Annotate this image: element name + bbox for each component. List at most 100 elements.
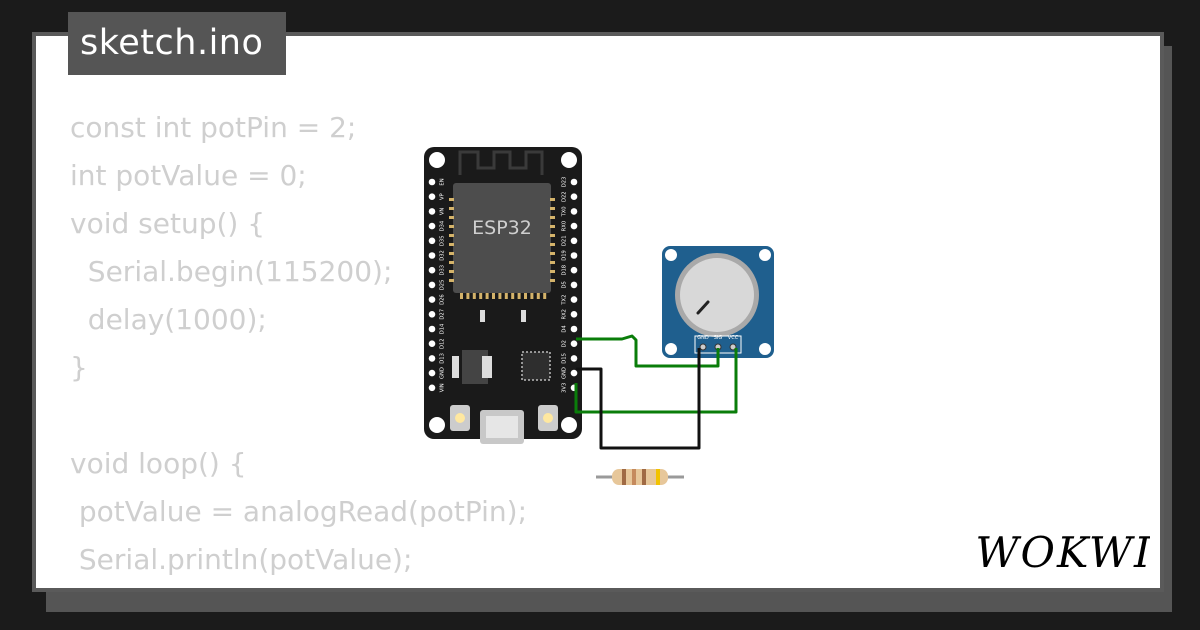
pin-hole[interactable]: [428, 208, 436, 215]
module-pad: [449, 198, 454, 201]
pin-hole[interactable]: [570, 222, 578, 230]
esp32-board[interactable]: ESP32 ENVPVND34D35D32D33D25D26D27D14D12D…: [424, 147, 582, 444]
module-pad: [492, 293, 495, 299]
pin-hole[interactable]: [570, 325, 578, 333]
module-pad: [550, 225, 555, 228]
pin-hole[interactable]: [570, 237, 578, 245]
module-pad: [472, 293, 476, 299]
pin-hole[interactable]: [428, 252, 436, 259]
pin-hole[interactable]: [570, 178, 578, 186]
micro-usb-opening: [486, 416, 518, 438]
pin-hole[interactable]: [570, 340, 578, 348]
pot-pin-label: VCC: [728, 335, 739, 341]
mounting-hole: [429, 417, 445, 433]
pin-hole[interactable]: [428, 311, 436, 318]
pin-hole[interactable]: [428, 193, 436, 200]
pin-hole[interactable]: [570, 281, 578, 289]
pin-label: D2: [562, 340, 568, 347]
pin-hole[interactable]: [428, 296, 436, 303]
potentiometer-module[interactable]: GND SIG VCC: [662, 246, 774, 358]
wokwi-logo: WOKWI: [978, 528, 1150, 577]
module-pad: [511, 293, 515, 299]
pin-hole[interactable]: [428, 325, 436, 333]
pin-hole[interactable]: [428, 266, 436, 274]
module-pad: [449, 243, 454, 246]
mounting-hole: [561, 417, 577, 433]
module-pad: [530, 293, 534, 299]
module-pad: [449, 234, 454, 237]
module-pad: [550, 279, 555, 282]
wire-signal-d2[interactable]: [576, 334, 720, 368]
smd-component: [480, 310, 485, 322]
pin-label: D23: [562, 177, 568, 188]
left-pin-labels: ENVPVND34D35D32D33D25D26D27D14D12D13GNDV…: [440, 178, 446, 392]
mounting-hole: [759, 249, 771, 261]
pin-hole[interactable]: [570, 296, 578, 303]
module-pad: [449, 207, 454, 210]
pin-hole[interactable]: [428, 384, 436, 392]
module-pad: [449, 279, 454, 282]
module-pad: [550, 261, 555, 264]
filename-tab: sketch.ino: [68, 12, 286, 75]
module-pad: [550, 207, 555, 210]
esp32-module: [453, 183, 551, 293]
pin-label: GND: [440, 367, 446, 379]
pin-hole[interactable]: [570, 311, 578, 318]
preview-card: const int potPin = 2;int potValue = 0;vo…: [32, 32, 1164, 592]
pin-label: D5: [562, 281, 568, 288]
pin-label: D19: [562, 250, 568, 261]
pot-pin-label: SIG: [714, 335, 723, 341]
pin-label: D27: [440, 309, 446, 320]
pin-label: D33: [440, 265, 446, 276]
pin-hole[interactable]: [428, 237, 436, 245]
pin-label: VIN: [440, 383, 446, 392]
code-line: }: [70, 351, 88, 384]
pin-label: TX2: [562, 295, 568, 306]
mounting-hole: [665, 343, 677, 355]
resistor[interactable]: [596, 469, 684, 485]
pin-hole[interactable]: [428, 355, 436, 362]
code-line: Serial.begin(115200);: [70, 255, 393, 288]
pin-hole[interactable]: [428, 281, 436, 289]
pin-hole[interactable]: [570, 355, 578, 362]
module-pad: [449, 270, 454, 273]
module-pads: [449, 198, 555, 299]
code-line: void setup() {: [70, 207, 266, 240]
pin-hole[interactable]: [428, 178, 436, 186]
wire-gnd[interactable]: [576, 348, 701, 450]
pin-label: D32: [440, 250, 446, 261]
pin-label: D25: [440, 280, 446, 291]
pin-label: D15: [562, 353, 568, 364]
pin-hole[interactable]: [428, 340, 436, 348]
module-pad: [536, 293, 540, 299]
code-line: delay(1000);: [70, 303, 267, 336]
pin-hole[interactable]: [428, 369, 436, 377]
module-pad: [479, 293, 483, 299]
pin-hole[interactable]: [570, 208, 578, 215]
wire-vcc-3v3[interactable]: [574, 348, 738, 414]
module-pad: [550, 252, 555, 255]
pin-hole[interactable]: [570, 369, 578, 377]
pin-hole[interactable]: [570, 193, 578, 200]
left-pin-holes: [428, 178, 436, 392]
pin-hole[interactable]: [570, 266, 578, 274]
module-pad: [543, 293, 547, 299]
resistor-band: [642, 469, 646, 485]
pot-pin-label: GND: [697, 335, 709, 341]
smd-component: [521, 310, 526, 322]
pin-hole[interactable]: [570, 252, 578, 259]
pin-label: VN: [440, 208, 446, 216]
pin-label: D12: [440, 338, 446, 349]
pin-label: EN: [440, 178, 446, 185]
potentiometer-knob[interactable]: [680, 258, 754, 332]
module-pad: [466, 293, 470, 299]
module-pad: [550, 216, 555, 219]
pin-label: RX2: [562, 309, 568, 319]
pin-label: D35: [440, 235, 446, 246]
regulator-tab: [482, 356, 492, 378]
module-pad: [449, 252, 454, 255]
pin-hole[interactable]: [428, 222, 436, 230]
module-pad: [449, 216, 454, 219]
code-line: const int potPin = 2;: [70, 111, 357, 144]
